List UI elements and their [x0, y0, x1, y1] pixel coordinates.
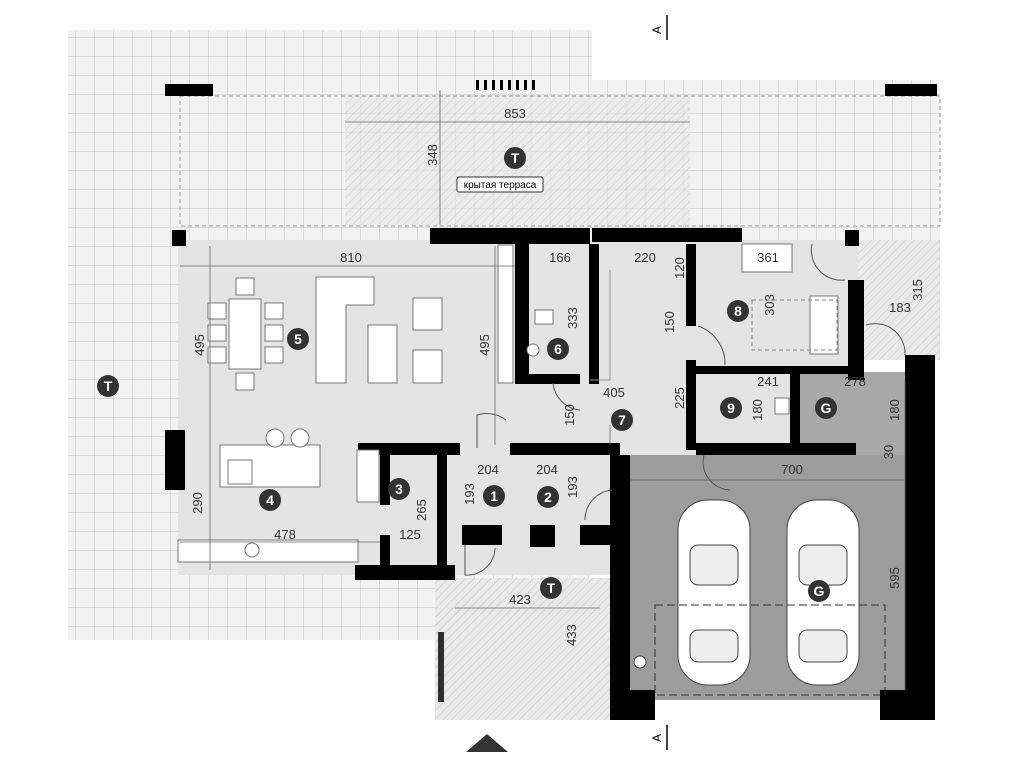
- section-mark-top: A: [650, 15, 668, 40]
- garage-floor: [620, 455, 915, 700]
- furniture: [177, 243, 839, 563]
- walls: [165, 228, 935, 720]
- door-swings: [464, 243, 906, 576]
- dim: 478: [274, 527, 296, 542]
- terrace-label: крытая терраса: [456, 176, 544, 193]
- dim: 225: [672, 387, 687, 409]
- dim: 193: [462, 483, 477, 505]
- room-marker-garage: G: [808, 580, 830, 602]
- room-marker-6: 6: [547, 338, 569, 360]
- room-marker-4: 4: [259, 489, 281, 511]
- dim: 303: [762, 294, 777, 316]
- room-markers: T T T 1 2 3 4 5 6 7 8 9 G G: [97, 147, 837, 602]
- room-label: 6: [554, 341, 562, 357]
- room-marker-5: 5: [287, 328, 309, 350]
- dim: 278: [844, 374, 866, 389]
- room-label: T: [511, 150, 520, 166]
- room-label: G: [814, 583, 825, 599]
- room-label: 4: [266, 492, 274, 508]
- dim: 166: [549, 250, 571, 265]
- dim: 30: [881, 445, 896, 459]
- room-marker-7: 7: [611, 409, 633, 431]
- entrance-arrow-icon: [466, 734, 508, 752]
- dim: 180: [750, 399, 765, 421]
- section-label: A: [650, 26, 664, 34]
- dim: 265: [414, 499, 429, 521]
- dim: 495: [192, 334, 207, 356]
- dim: 595: [887, 567, 902, 589]
- dim: 333: [565, 307, 580, 329]
- dim: 204: [536, 462, 558, 477]
- dim: 433: [564, 624, 579, 646]
- room-marker-2: 2: [537, 486, 559, 508]
- section-mark-bottom: A: [650, 725, 668, 750]
- dim: 220: [634, 250, 656, 265]
- dim: 810: [340, 250, 362, 265]
- terrace-label-text: крытая терраса: [464, 180, 537, 191]
- dim: 150: [562, 404, 577, 426]
- room-label: 1: [490, 488, 498, 504]
- dim: 405: [603, 385, 625, 400]
- room-label: 5: [294, 331, 302, 347]
- dim: 361: [757, 250, 779, 265]
- dim: 120: [672, 257, 687, 279]
- room-marker-terrace: T: [540, 577, 562, 599]
- room-label: 7: [618, 412, 626, 428]
- room-label: T: [547, 580, 556, 596]
- dim: 180: [887, 399, 902, 421]
- dim: 315: [910, 279, 925, 301]
- room-label: 8: [734, 303, 742, 319]
- dim: 423: [509, 592, 531, 607]
- dimension-labels: 853 348 810 495 495 166 333 220 120 150 …: [190, 106, 925, 646]
- dimension-lines: [180, 90, 906, 690]
- room-marker-storage: G: [815, 397, 837, 419]
- dim: 495: [477, 334, 492, 356]
- room-marker-terrace: T: [504, 147, 526, 169]
- dim: 700: [781, 462, 803, 477]
- room-label: G: [821, 400, 832, 416]
- room-label: 2: [544, 489, 552, 505]
- section-label: A: [650, 734, 664, 742]
- room-marker-terrace: T: [97, 375, 119, 397]
- dim: 204: [477, 462, 499, 477]
- dim: 348: [425, 144, 440, 166]
- dim: 853: [504, 106, 526, 121]
- terrace-area: [68, 30, 941, 720]
- room-label: 9: [727, 400, 735, 416]
- dim: 183: [889, 300, 911, 315]
- dim: 193: [565, 476, 580, 498]
- room-label: T: [104, 378, 113, 394]
- dim: 125: [399, 527, 421, 542]
- dim: 241: [757, 374, 779, 389]
- room-marker-3: 3: [388, 478, 410, 500]
- dim: 290: [190, 492, 205, 514]
- room-label: 3: [395, 481, 403, 497]
- room-marker-1: 1: [483, 485, 505, 507]
- room-marker-8: 8: [727, 300, 749, 322]
- room-marker-9: 9: [720, 397, 742, 419]
- terrace-drain: [476, 80, 535, 90]
- dim: 150: [662, 311, 677, 333]
